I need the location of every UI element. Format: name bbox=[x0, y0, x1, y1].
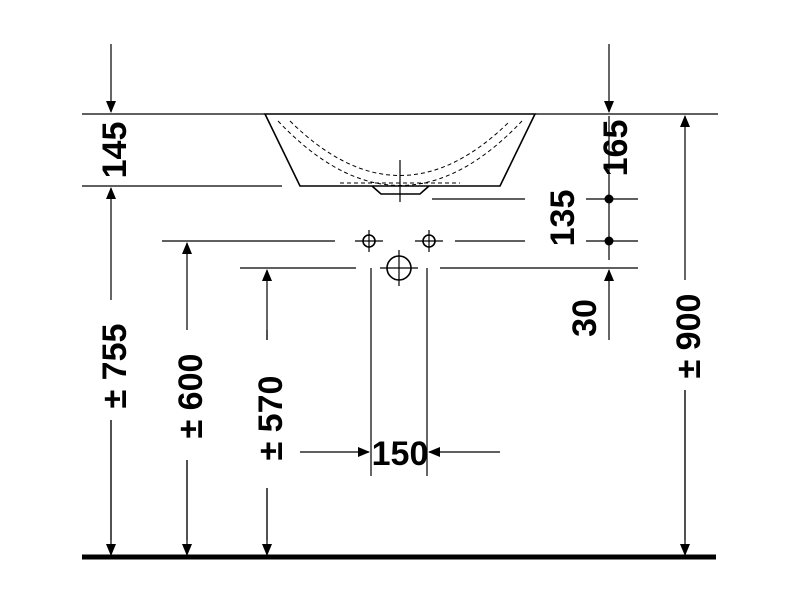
spacing-extension-lines bbox=[370, 268, 428, 476]
dim-135: 135 bbox=[544, 190, 582, 247]
reference-dots bbox=[586, 194, 638, 246]
dim-755: ± 755 bbox=[90, 187, 134, 556]
reference-lines bbox=[82, 113, 718, 269]
dim-150: 150 bbox=[300, 435, 500, 473]
dim-165: 165 bbox=[597, 44, 635, 260]
waste-outlet bbox=[380, 250, 418, 286]
dim-150-label: 150 bbox=[372, 435, 429, 473]
tap-holes bbox=[355, 230, 443, 252]
dim-30: 30 bbox=[566, 269, 614, 340]
dim-570-label: ± 570 bbox=[252, 376, 290, 461]
basin-side-view bbox=[263, 113, 537, 202]
dim-135-label: 135 bbox=[544, 190, 582, 247]
dim-30-label: 30 bbox=[566, 299, 604, 337]
dim-600-label: ± 600 bbox=[172, 354, 210, 439]
dim-755-label: ± 755 bbox=[96, 324, 134, 409]
dim-570: ± 570 bbox=[244, 269, 290, 556]
dim-900: ± 900 bbox=[664, 115, 708, 556]
dim-165-label: 165 bbox=[597, 120, 635, 177]
dim-145-label: 145 bbox=[96, 122, 134, 179]
dim-600: ± 600 bbox=[166, 242, 210, 556]
dim-145: 145 bbox=[96, 44, 134, 178]
dim-900-label: ± 900 bbox=[670, 294, 708, 379]
